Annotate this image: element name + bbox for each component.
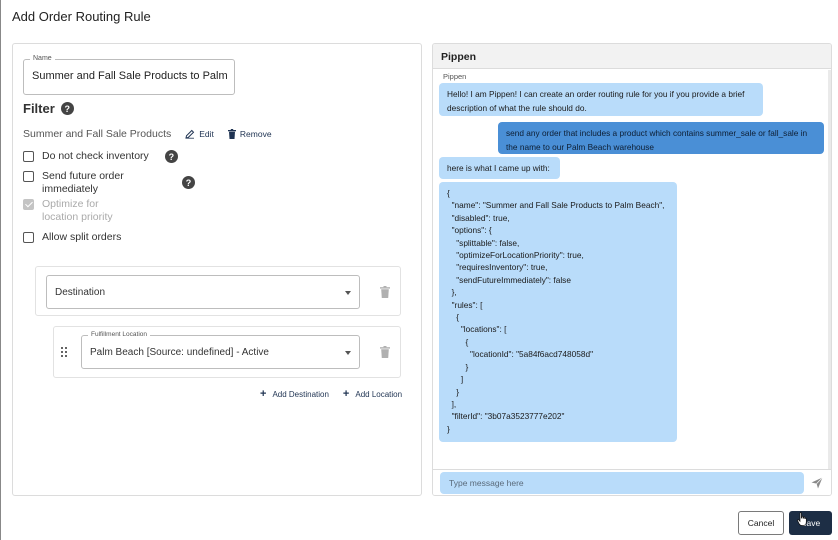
chat-message-bot-json: { "name": "Summer and Fall Sale Products… [439, 182, 677, 442]
help-icon[interactable]: ? [60, 102, 74, 115]
chevron-down-icon [345, 291, 351, 295]
add-location-button[interactable]: + Add Location [343, 388, 402, 400]
save-button[interactable]: Save [789, 511, 832, 535]
plus-icon: + [342, 388, 350, 400]
chat-sender-name: Pippen [443, 72, 467, 81]
option-label: Send future order immediately [42, 170, 124, 195]
chat-message-bot: here is what I came up with: [439, 157, 560, 179]
option-label: Allow split orders [42, 231, 122, 243]
chat-message-bot: Hello! I am Pippen! I can create an orde… [439, 83, 763, 116]
filter-heading-text: Filter [23, 101, 55, 116]
checkbox[interactable] [23, 151, 34, 162]
help-icon[interactable]: ? [164, 150, 178, 163]
option-label: Optimize for location priority [42, 198, 113, 223]
name-input[interactable] [32, 70, 230, 82]
option-label: Do not check inventory [42, 150, 149, 162]
delete-destination-icon[interactable] [380, 286, 390, 298]
dialog-title: Add Order Routing Rule [12, 9, 151, 24]
chat-scrollbar[interactable] [828, 70, 831, 469]
chevron-down-icon [345, 351, 351, 355]
add-destination-button[interactable]: + Add Destination [260, 388, 329, 400]
checkbox[interactable] [23, 171, 34, 182]
filter-heading: Filter ? [23, 101, 74, 116]
remove-label: Remove [239, 129, 272, 139]
checkbox-disabled [23, 199, 34, 210]
add-links: + Add Destination + Add Location [260, 388, 402, 400]
send-icon[interactable] [811, 477, 823, 489]
name-field[interactable]: Name [23, 55, 235, 95]
cancel-button[interactable]: Cancel [738, 511, 784, 535]
pencil-icon [185, 129, 195, 139]
plus-icon: + [260, 388, 267, 400]
fulfillment-location-label: Fulfillment Location [88, 331, 150, 338]
chat-panel: Pippen Pippen Hello! I am Pippen! I can … [432, 43, 832, 496]
add-destination-label: Add Destination [272, 389, 329, 399]
chat-message-user: send any order that includes a product w… [498, 122, 824, 154]
trash-icon [227, 129, 236, 139]
option-allow-split-orders[interactable]: Allow split orders [23, 231, 121, 244]
drag-handle-icon[interactable] [61, 347, 67, 357]
rule-form-panel: Name Filter ? Summer and Fall Sale Produ… [12, 43, 422, 496]
option-send-future-order-immediately[interactable]: Send future order immediately ? [23, 170, 195, 196]
name-field-label: Name [30, 55, 55, 62]
help-icon[interactable]: ? [182, 176, 195, 189]
edit-label: Edit [199, 129, 214, 139]
fulfillment-location-select[interactable]: Fulfillment Location Palm Beach [Source:… [81, 331, 360, 369]
hand-cursor-icon [797, 512, 807, 526]
destination-select[interactable]: Destination [46, 275, 360, 309]
delete-location-icon[interactable] [380, 346, 390, 358]
destination-value: Destination [55, 287, 106, 298]
fulfillment-location-block: Fulfillment Location Palm Beach [Source:… [53, 326, 401, 378]
fulfillment-location-value: Palm Beach [Source: undefined] - Active [90, 347, 269, 358]
chat-message-input[interactable] [440, 472, 804, 494]
filter-name: Summer and Fall Sale Products [23, 128, 172, 140]
chat-title: Pippen [433, 44, 831, 69]
filter-row: Summer and Fall Sale Products Edit Remov… [23, 128, 272, 140]
window-edge [0, 0, 1, 540]
checkbox[interactable] [23, 232, 34, 243]
remove-filter-button[interactable]: Remove [227, 129, 272, 139]
destination-block: Destination [35, 266, 401, 316]
edit-filter-button[interactable]: Edit [185, 129, 214, 139]
json-code-block: { "name": "Summer and Fall Sale Products… [447, 188, 665, 434]
add-location-label: Add Location [355, 389, 403, 399]
option-do-not-check-inventory[interactable]: Do not check inventory ? [23, 150, 178, 163]
chat-input-area [433, 469, 831, 495]
option-optimize-for-location-priority: Optimize for location priority [23, 198, 132, 224]
